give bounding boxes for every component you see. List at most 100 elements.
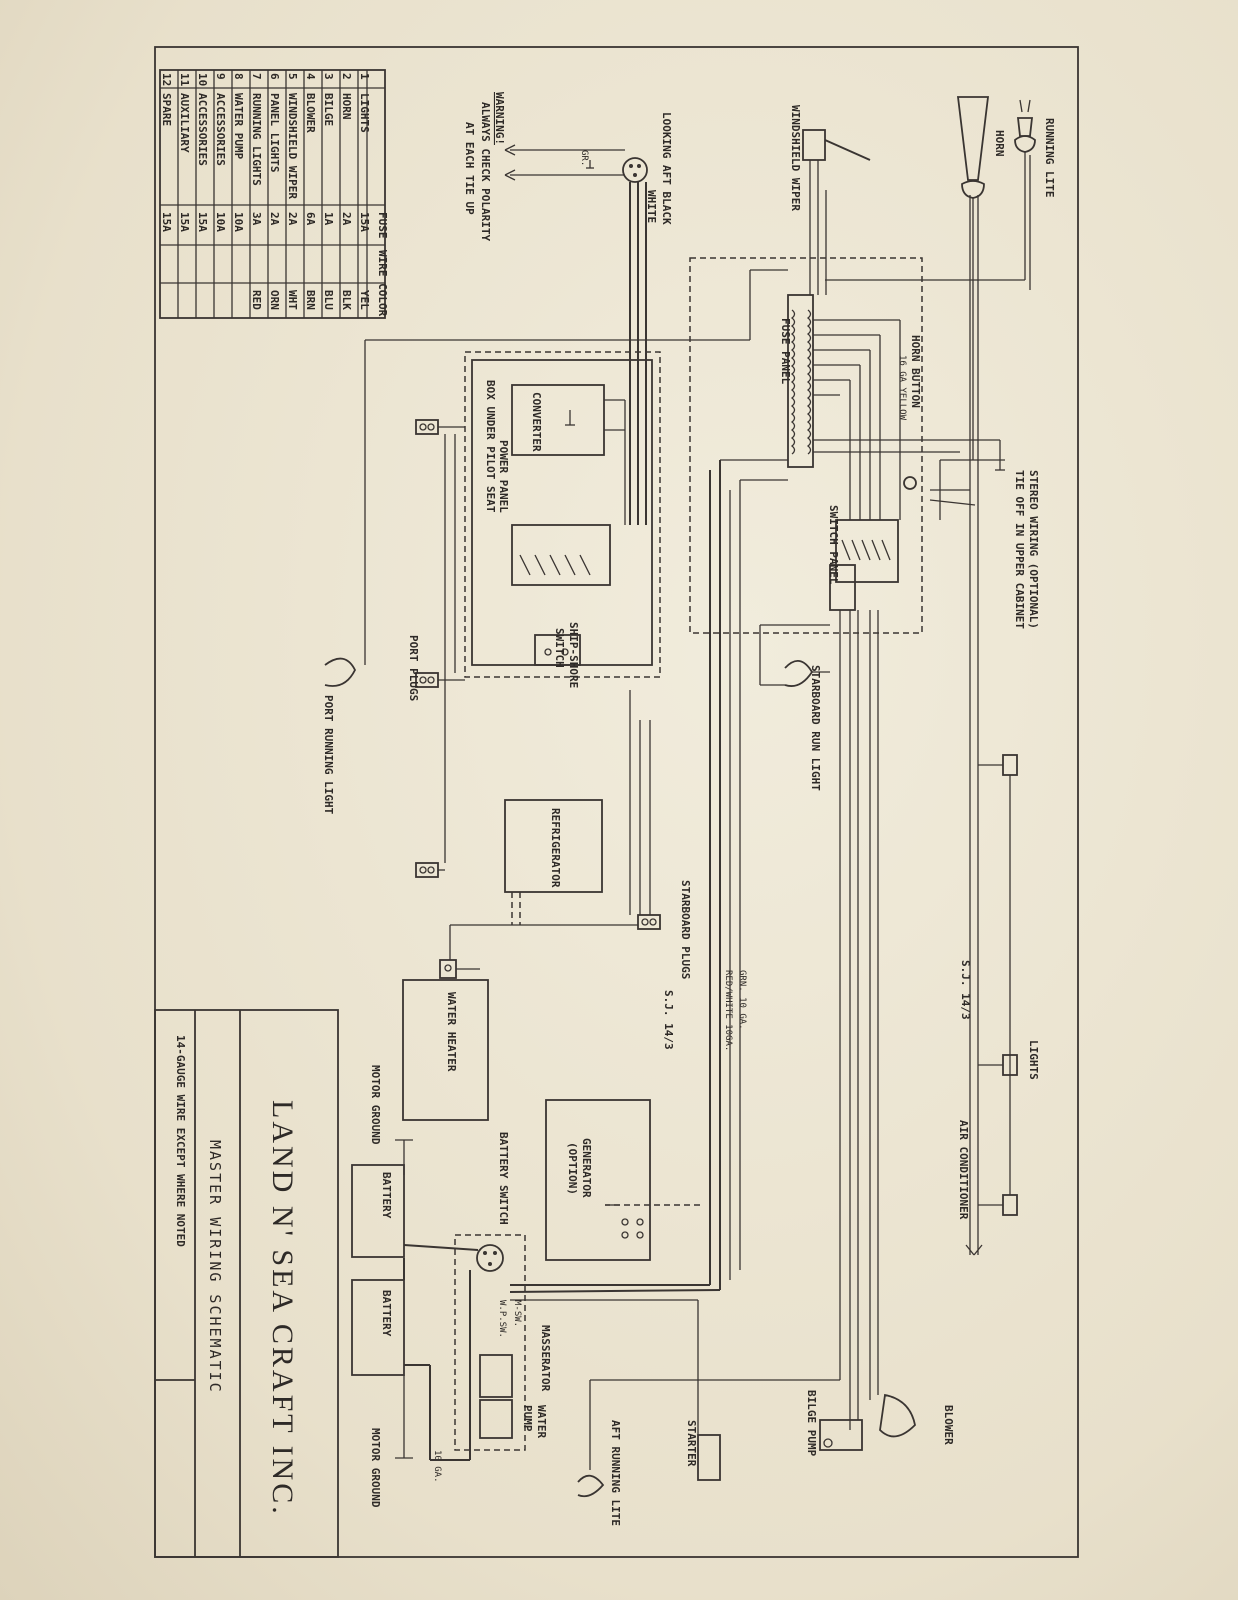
shore-plug-icon xyxy=(622,157,648,183)
row-no: 10 xyxy=(196,73,209,86)
row-name: BILGE xyxy=(322,93,335,126)
stereo-label-1: STEREO WIRING (OPTIONAL) xyxy=(1027,470,1040,629)
port-plug-icon xyxy=(415,862,439,878)
motor-ground-a-label: MOTOR GROUND xyxy=(369,1065,382,1145)
row-fuse: 10A xyxy=(214,212,227,232)
ceiling-light-icon xyxy=(1002,1194,1018,1216)
starboard-plugs-label: STARBOARD PLUGS xyxy=(679,880,692,979)
row-color: RED xyxy=(250,290,263,310)
row-fuse: 2A xyxy=(340,212,353,226)
box-under-seat-label: BOX UNDER PILOT SEAT xyxy=(484,380,497,513)
battery-a-label: BATTERY xyxy=(380,1172,393,1219)
windshield-wiper-label: WINDSHIELD WIPER xyxy=(789,105,802,211)
wiper-icon xyxy=(802,129,871,161)
row-name: PANEL LIGHTS xyxy=(268,93,281,172)
row-no: 3 xyxy=(322,73,335,80)
wire-header: WIRE COLOR xyxy=(376,250,389,317)
row-name: ACCESSORIES xyxy=(214,93,227,166)
fuse-rows: 1 LIGHTS 15A YEL 2 HORN 2A BLK 3 BILGE 1… xyxy=(160,73,371,310)
schematic-subtitle: MASTER WIRING SCHEMATIC xyxy=(206,1140,224,1394)
helm-boundary xyxy=(689,257,923,634)
horn-label: HORN xyxy=(993,130,1006,157)
wire-gauge-note: 14-GAUGE WIRE EXCEPT WHERE NOTED xyxy=(174,1035,187,1247)
row-fuse: 1A xyxy=(322,212,335,226)
generator-terminals xyxy=(605,1204,644,1239)
generator-label-2: (OPTION) xyxy=(566,1142,579,1195)
grn-label: GRN. 10 GA. xyxy=(737,970,747,1030)
switch-panel xyxy=(829,519,899,611)
power-panel-breakers xyxy=(511,524,611,586)
row-fuse: 6A xyxy=(304,212,317,226)
row-name: WINDSHIELD WIPER xyxy=(286,93,299,199)
row-no: 7 xyxy=(250,73,263,80)
running-lite-icon xyxy=(1014,99,1036,153)
lights-label: LIGHTS xyxy=(1027,1040,1040,1080)
aft-running-lite-label: AFT RUNNING LITE xyxy=(609,1420,622,1526)
row-name: ACCESSORIES xyxy=(196,93,209,166)
generator-label-1: GENERATOR xyxy=(580,1138,593,1198)
sheet-border xyxy=(154,46,1079,1558)
refrigerator-box xyxy=(504,799,603,893)
wiring xyxy=(364,152,1031,1470)
masserator-label: MASSERATOR xyxy=(539,1325,552,1392)
row-fuse: 15A xyxy=(160,212,173,232)
row-color: ORN xyxy=(268,290,281,310)
warning-text-2: AT EACH TIE UP xyxy=(463,122,476,215)
port-plug-icon xyxy=(415,419,439,435)
ceiling-light-icon xyxy=(1002,754,1018,776)
horn-button-icon xyxy=(903,476,917,490)
row-name: WATER PUMP xyxy=(232,93,245,160)
power-panel-label: POWER PANEL xyxy=(497,440,510,513)
warning-title: WARNING! xyxy=(493,92,506,145)
generator-box xyxy=(545,1099,651,1261)
port-running-light-icon xyxy=(324,657,357,687)
row-fuse: 3A xyxy=(250,212,263,226)
water-heater-label: WATER HEATER xyxy=(445,992,458,1072)
stereo-label-2: TIE OFF IN UPPER CABINET xyxy=(1013,470,1026,629)
masserator-box xyxy=(479,1354,513,1398)
starboard-plug-icon xyxy=(637,914,661,930)
row-name: AUXILIARY xyxy=(178,93,191,153)
red-white-label: RED/WHITE 10GA. xyxy=(723,970,733,1051)
row-no: 12 xyxy=(160,73,173,86)
row-color: YEL xyxy=(358,290,371,310)
horn-icon xyxy=(956,96,990,199)
port-running-light-label: PORT RUNNING LIGHT xyxy=(322,695,335,815)
aft-running-lite-icon xyxy=(577,1474,605,1498)
horn-button-label: HORN BUTTON xyxy=(909,335,922,408)
horn-button-wire: 16 GA YELLOW xyxy=(897,355,907,421)
fuse-header: FUSE xyxy=(376,212,389,239)
battery-switch-icon xyxy=(476,1244,504,1272)
warning-text-1: ALWAYS CHECK POLARITY xyxy=(479,102,492,241)
starter-label: STARTER xyxy=(685,1420,698,1467)
gr-label: GR. xyxy=(579,150,589,166)
air-conditioner-label: AIR CONDITIONER xyxy=(957,1120,970,1220)
blower-label: BLOWER xyxy=(942,1405,955,1445)
bilge-pump-label: BILGE PUMP xyxy=(805,1390,818,1457)
port-plugs-label: PORT PLUGS xyxy=(407,635,420,701)
row-color: WHT xyxy=(286,290,299,310)
row-name: HORN xyxy=(340,93,353,120)
row-no: 4 xyxy=(304,73,317,80)
water-heater-box xyxy=(402,979,489,1121)
starter-box xyxy=(697,1434,721,1481)
switch-panel-label: SWITCH PANEL xyxy=(827,505,840,585)
water-pump-box xyxy=(479,1399,513,1439)
row-fuse: 2A xyxy=(268,212,281,226)
battery-a-box xyxy=(351,1164,405,1258)
ten-ga-label: 10 GA. xyxy=(432,1450,442,1483)
white-label: WHITE xyxy=(645,190,658,223)
row-no: 6 xyxy=(268,73,281,80)
water-heater-plug xyxy=(439,959,457,979)
company-title: LAND N' SEA CRAFT INC. xyxy=(266,1100,299,1517)
water-pump-label-2: PUMP xyxy=(521,1405,534,1432)
row-fuse: 2A xyxy=(286,212,299,226)
row-color: BRN xyxy=(304,290,317,310)
looking-aft-label: LOOKING AFT BLACK xyxy=(660,112,673,225)
fuse-table: FUSE WIRE COLOR 1 LIGHTS 15A YEL 2 HORN … xyxy=(159,69,389,319)
wp-sw-label: W.P.SW. xyxy=(497,1300,507,1338)
fuse-panel-label: FUSE PANEL xyxy=(779,318,792,385)
water-pump-label-1: WATER xyxy=(535,1405,548,1438)
